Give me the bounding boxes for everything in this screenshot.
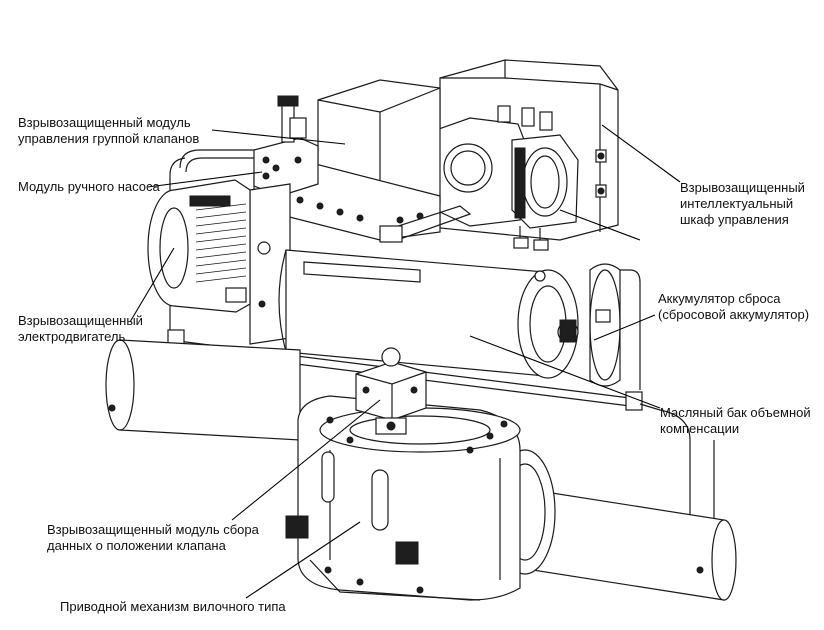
label-line: Взрывозащищенный [18, 313, 143, 328]
label-control-cabinet: Взрывозащищенный интеллектуальный шкаф у… [680, 180, 805, 228]
label-valve-group-module: Взрывозащищенный модуль управления групп… [18, 115, 199, 147]
label-oil-tank: Масляный бак объемной компенсации [660, 405, 811, 437]
label-line: компенсации [660, 421, 740, 436]
label-line: Аккумулятор сброса [658, 291, 781, 306]
relief-accumulator-drawing [589, 263, 641, 390]
leader-position-module [231, 399, 381, 521]
frame-tubes-drawing [169, 149, 260, 330]
label-line: шкаф управления [680, 212, 789, 227]
label-line: данных о положении клапана [47, 538, 226, 553]
left-cylinder-drawing [105, 339, 301, 441]
label-line: Взрывозащищенный модуль сбора [47, 522, 259, 537]
label-line: Взрывозащищенный [680, 180, 805, 195]
label-motor: Взрывозащищенный электродвигатель [18, 313, 143, 345]
label-relief-accumulator: Аккумулятор сброса (сбросовой аккумулято… [658, 291, 809, 323]
oil-tank-drawing [278, 249, 579, 379]
leader-oil-tank [469, 335, 661, 409]
label-hand-pump-module: Модуль ручного насоса [18, 179, 160, 195]
right-cylinder-drawing [494, 449, 737, 601]
leader-control-cabinet-2 [559, 209, 641, 241]
label-fork-drive: Приводной механизм вилочного типа [60, 599, 286, 615]
label-line: электродвигатель [18, 329, 126, 344]
fork-drive-drawing [285, 395, 521, 601]
label-line: Масляный бак объемной [660, 405, 811, 420]
label-line: (сбросовой аккумулятор) [658, 307, 810, 322]
leader-motor [129, 247, 175, 323]
label-line: интеллектуальный [680, 196, 794, 211]
leader-fork-drive [245, 521, 361, 599]
label-position-module: Взрывозащищенный модуль сбора данных о п… [47, 522, 259, 554]
junction-boxes-drawing [435, 105, 579, 251]
label-line: Модуль ручного насоса [18, 179, 160, 194]
label-line: Взрывозащищенный модуль [18, 115, 191, 130]
label-line: Приводной механизм вилочного типа [60, 599, 286, 614]
leader-valve-group [211, 129, 346, 145]
motor-drawing [147, 179, 251, 313]
leader-lines [129, 124, 681, 599]
leader-control-cabinet [601, 124, 681, 183]
leader-hand-pump [147, 171, 263, 188]
leader-relief-accumulator [593, 314, 656, 341]
hand-pump-drawing [253, 95, 319, 197]
side-plate-drawing [249, 183, 291, 345]
label-line: управления группой клапанов [18, 131, 200, 146]
